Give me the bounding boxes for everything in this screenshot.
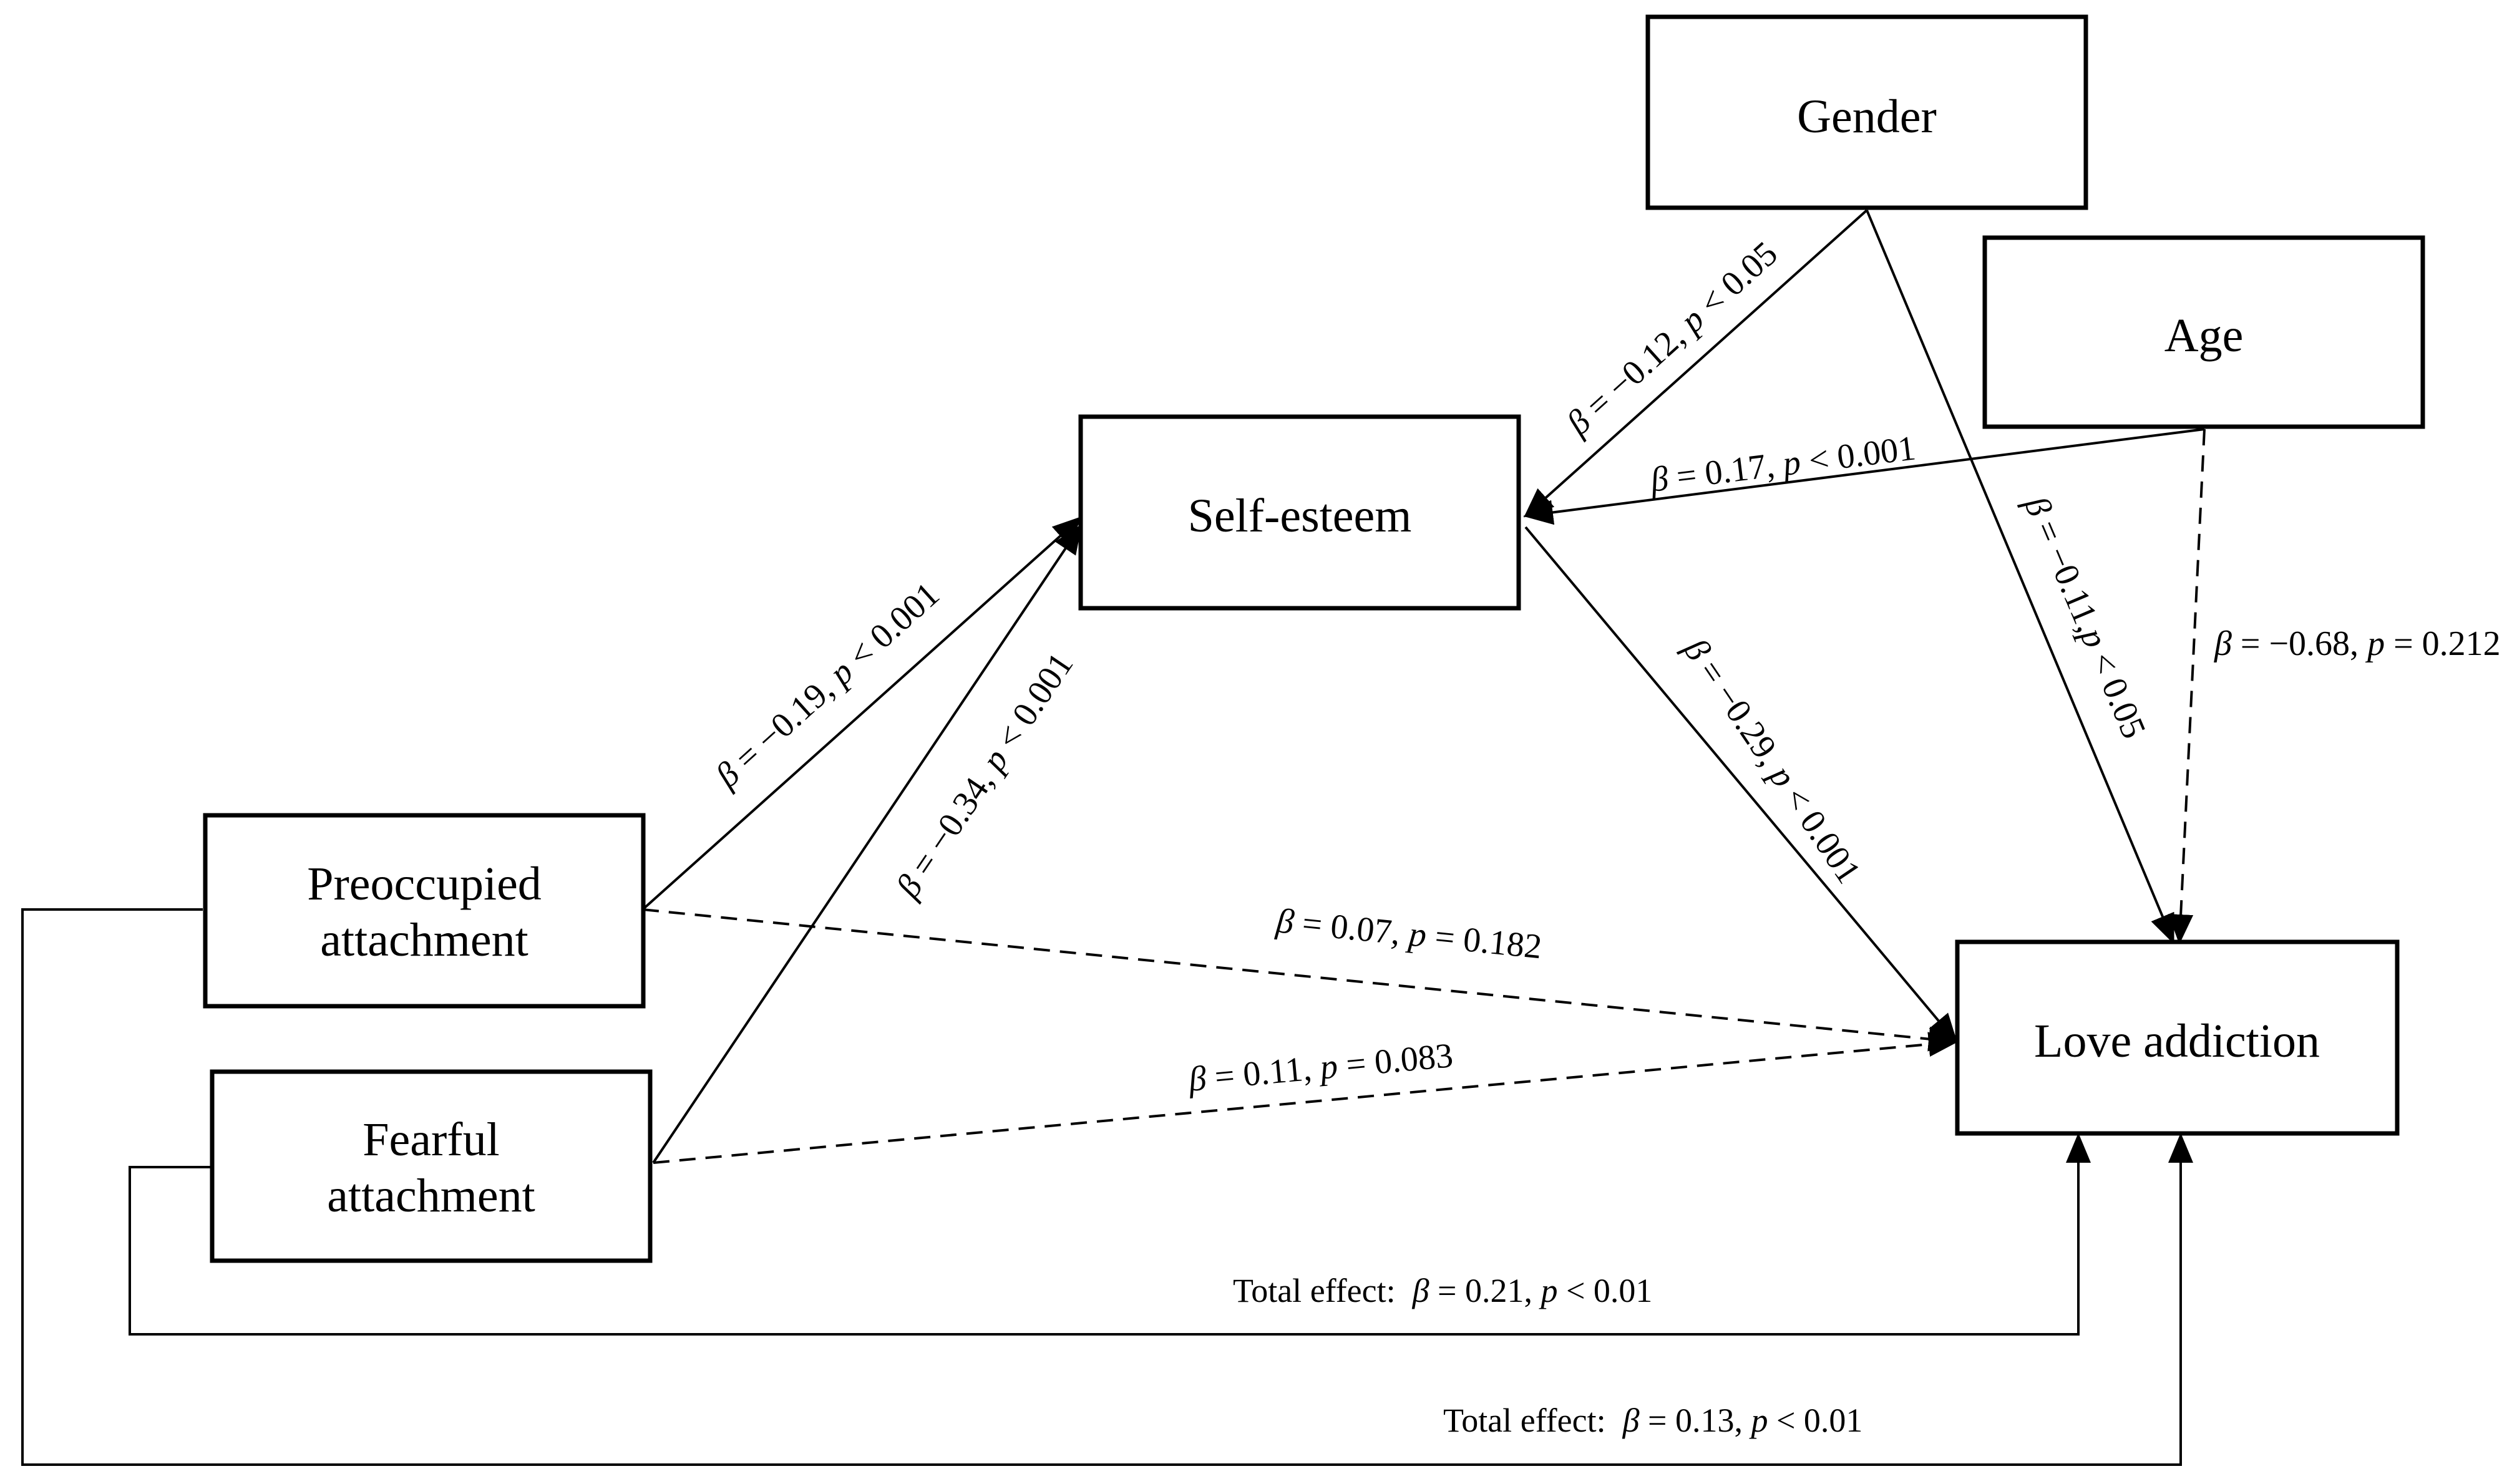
node-love-addiction: Love addiction: [1955, 939, 2400, 1136]
edge-age-love-addiction: [2168, 429, 2206, 944]
node-preoccupied-label-2: attachment: [320, 914, 528, 966]
node-preoccupied-label-1: Preoccupied: [307, 858, 542, 910]
edge-fearful-love-addiction: [653, 1032, 1959, 1164]
edge-fearful-self-esteem: [652, 523, 1083, 1164]
label-preoccupied-love-addiction: β = 0.07, p = 0.182: [1274, 901, 1544, 966]
edge-gender-self-esteem: [1524, 209, 1868, 518]
total-effect-preoccupied-path: [21, 908, 2193, 1466]
node-fearful-attachment: Fearful attachment: [210, 1069, 653, 1263]
label-age-love-addiction: β = −0.68, p = 0.212: [2214, 624, 2501, 663]
label-self-esteem-love-addiction: β = −0.29, p < 0.001: [1676, 631, 1868, 891]
node-fearful-label-1: Fearful: [363, 1113, 499, 1166]
total-effect-fearful-path: [129, 1133, 2091, 1336]
label-total-effect-preoccupied: Total effect: β = 0.13, p < 0.01: [1443, 1402, 1862, 1439]
node-fearful-label-2: attachment: [327, 1170, 535, 1222]
label-fearful-self-esteem: β = −0.34, p < 0.001: [888, 646, 1081, 905]
edge-age-self-esteem: [1523, 428, 2205, 525]
node-age-label: Age: [2164, 309, 2244, 362]
label-gender-self-esteem: β = −0.12, p < 0.05: [1559, 234, 1784, 443]
node-gender: Gender: [1645, 14, 2088, 210]
node-love-addiction-label: Love addiction: [2034, 1015, 2320, 1067]
label-fearful-love-addiction: β = 0.11, p = 0.083: [1186, 1036, 1454, 1099]
label-age-self-esteem: β = 0.17, p < 0.001: [1648, 429, 1917, 500]
node-age: Age: [1982, 235, 2425, 429]
label-preoccupied-self-esteem: β = −0.19, p < 0.001: [708, 575, 947, 796]
node-self-esteem-label: Self-esteem: [1188, 490, 1412, 542]
node-self-esteem: Self-esteem: [1078, 414, 1521, 611]
edge-self-esteem-love-addiction: [1524, 526, 1958, 1044]
node-preoccupied-attachment: Preoccupied attachment: [203, 813, 646, 1009]
edge-preoccupied-love-addiction: [642, 908, 1959, 1052]
edge-preoccupied-self-esteem: [641, 516, 1083, 911]
node-gender-label: Gender: [1797, 90, 1937, 143]
edge-gender-love-addiction: [1866, 210, 2174, 944]
label-total-effect-fearful: Total effect: β = 0.21, p < 0.01: [1233, 1272, 1652, 1309]
